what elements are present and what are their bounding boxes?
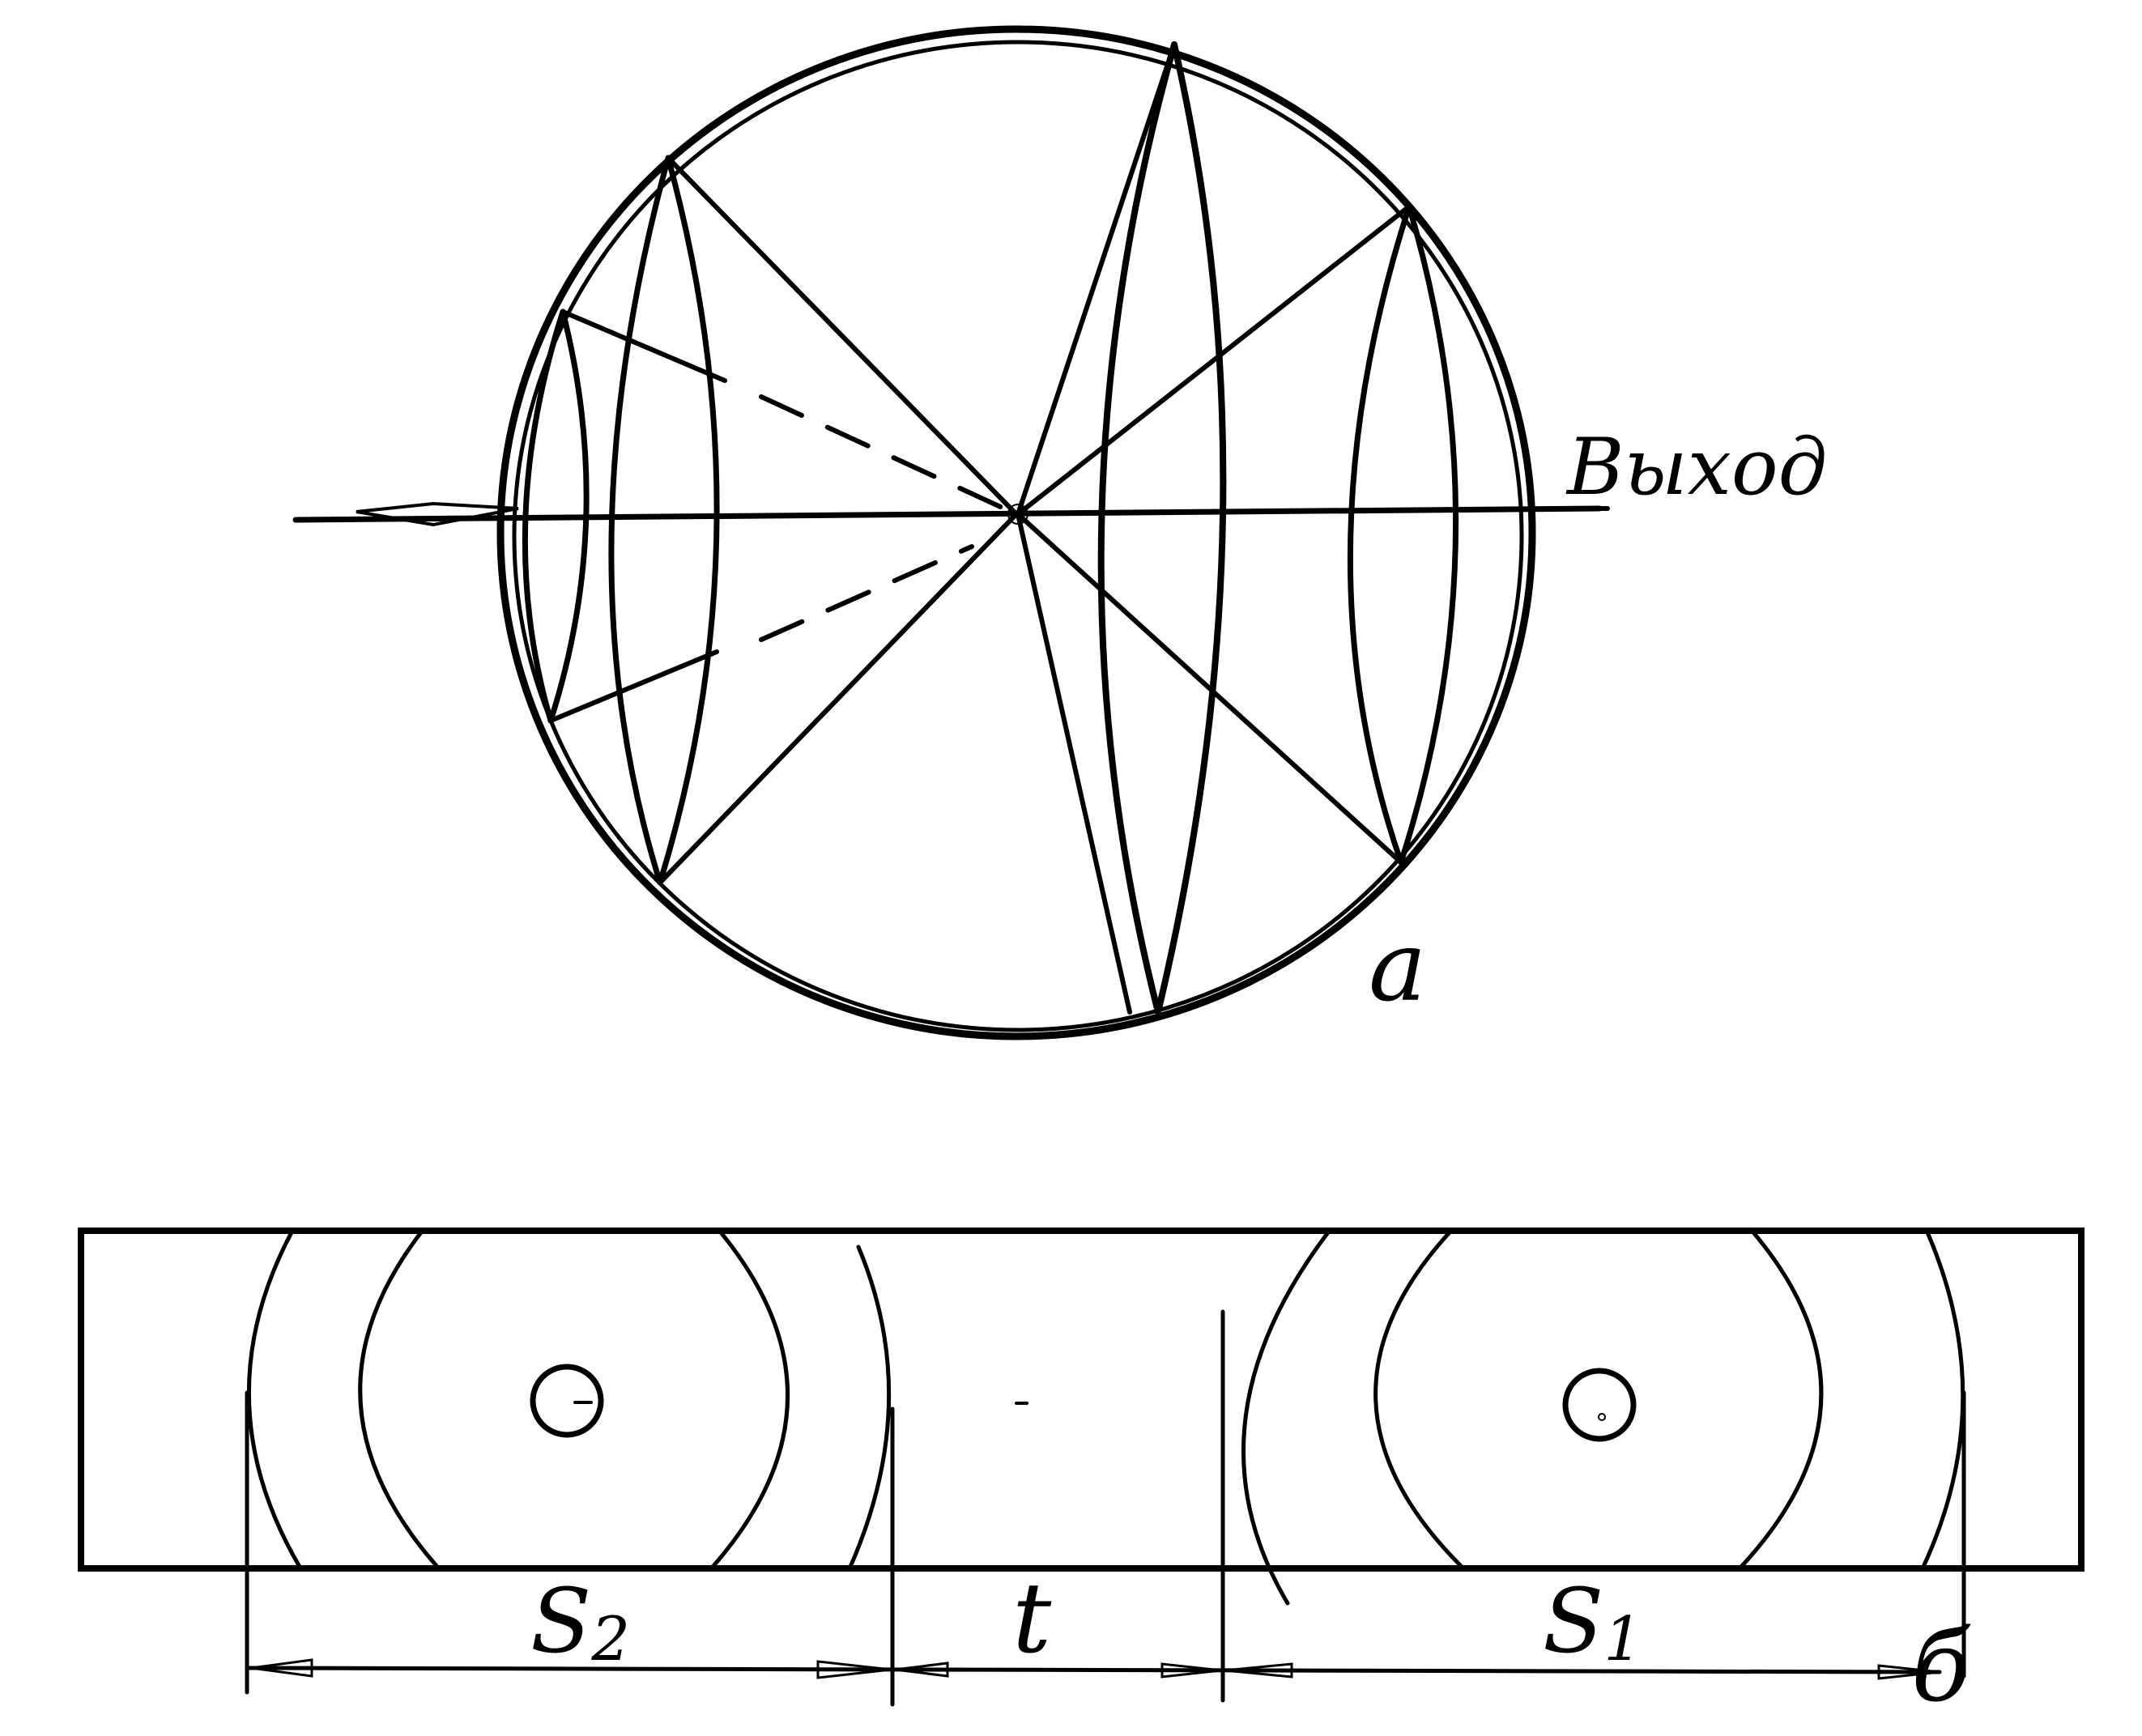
view-b-label: б (1911, 1611, 1971, 1724)
right-center-dot (1598, 1413, 1606, 1421)
dashed-ray-top (759, 394, 1019, 517)
left-inner-arc-left (358, 1230, 440, 1569)
dim-arrow-s1-right (1877, 1664, 1940, 1680)
dim-s2-label: S2 (530, 1569, 630, 1674)
right-outer-arc-right (1921, 1230, 1965, 1569)
right-lens-back (1398, 203, 1459, 866)
dim-s2-subscript: 2 (590, 1603, 630, 1674)
view-b: S2 t S1 б (78, 1228, 2085, 1724)
left-inner-arc-right (710, 1230, 790, 1569)
left-large-lens-back (657, 155, 720, 886)
optical-axis (292, 505, 1603, 523)
right-inner-arc-right (1739, 1230, 1824, 1569)
dim-arrow-t-left (894, 1662, 949, 1678)
left-small-ray-bottom (548, 649, 719, 723)
dim-arrow-t-right (1160, 1662, 1222, 1679)
center-ray-bottom (1016, 512, 1132, 1015)
left-outer-arc-left (247, 1230, 302, 1569)
right-inner-arc-left (1373, 1230, 1464, 1569)
left-small-lens (522, 308, 566, 724)
right-ray-bottom (1016, 512, 1403, 865)
left-center-mark (530, 1364, 604, 1438)
left-small-ray-top (560, 309, 727, 383)
left-large-lens (608, 155, 671, 886)
dim-s1-label: S1 (1543, 1569, 1642, 1674)
left-small-lens-back (547, 308, 590, 724)
sphere-outline-inner (512, 40, 1524, 1032)
left-outer-arc-right (848, 1245, 892, 1569)
center-lens-left (1097, 41, 1177, 1015)
view-a: Выход a (292, 25, 1828, 1040)
right-ray-top (1016, 204, 1412, 517)
left-large-ray-bottom (658, 512, 1019, 885)
center-lens-right (1155, 41, 1227, 1015)
dim-s1-subscript: 1 (1603, 1603, 1642, 1674)
strip-frame (78, 1228, 2085, 1572)
left-large-ray-top (666, 155, 1019, 517)
dim-arrow-s2-left (250, 1658, 313, 1678)
dim-arrow-s2-right (816, 1660, 892, 1679)
exit-label: Выход (1565, 422, 1828, 513)
sphere-outline (496, 25, 1536, 1040)
dashed-ray-bottom (759, 544, 974, 642)
center-ray-top (1016, 42, 1177, 517)
dim-arrow-s1-left (1224, 1662, 1293, 1679)
dim-t-label: t (1012, 1563, 1052, 1675)
view-a-label: a (1369, 911, 1427, 1023)
right-center-mark (1562, 1368, 1637, 1442)
entry-arrow-icon (356, 501, 519, 527)
dim-line (245, 1666, 1942, 1674)
right-outer-arc-left (1241, 1230, 1331, 1606)
right-lens (1347, 203, 1412, 866)
